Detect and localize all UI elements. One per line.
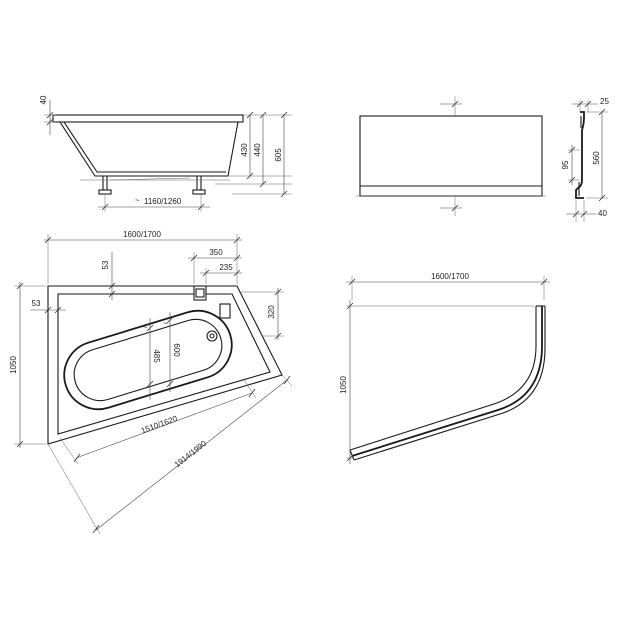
dim-panel-height: 560 [586,108,608,202]
curved-panel-outer [351,306,543,457]
dim-label-40-bottom: 40 [598,209,607,218]
dim-panel-top: 25 [572,97,609,112]
dim-side-rim: 40 [39,95,56,135]
dim-plan-53-left: 53 [30,299,66,314]
dim-front-length: 1600/1700 [346,272,550,300]
panel-section-view: 25 95 560 40 [561,97,609,222]
bath-rim [52,114,244,123]
approx-mark-485: ~ [143,323,148,332]
dim-label-1600-front: 1600/1700 [431,272,469,281]
dim-label-440: 440 [253,143,262,157]
dim-label-605: 605 [274,148,283,162]
dim-panel-bottom: 40 [566,200,607,222]
dim-label-350: 350 [209,248,223,257]
side-elevation-view: 40 430 440 605 ~ [39,95,292,212]
dim-label-1160-value: 1160/1260 [144,197,182,206]
dim-label-25: 25 [600,97,609,106]
dim-label-1510: 1510/1620 [140,414,179,436]
front-panel-view [356,96,546,216]
dim-plan-320: 320 [240,288,284,340]
dim-plan-235: 235 [200,263,242,284]
curved-panel-plan-view: 1600/1700 1050 [339,272,550,464]
dim-label-430: 430 [240,143,249,157]
dim-label-1050-plan: 1050 [9,356,18,374]
dim-label-320: 320 [267,305,276,319]
dim-label-560: 560 [592,151,601,165]
dim-label-53-left: 53 [32,299,41,308]
plan-basin [63,309,233,411]
dim-label-95: 95 [561,160,570,169]
approx-mark-600: ~ [163,319,168,328]
dim-label-1160: ~ [135,196,140,205]
bath-body-outline [59,121,239,177]
panel-profile [575,111,585,199]
overflow-block [219,303,231,319]
dim-panel-step: 95 [561,145,580,185]
plan-rim-inner [57,293,271,435]
dim-front-width: 1050 [339,300,534,464]
panel-centre-marks [440,96,462,216]
dim-label-1600-plan: 1600/1700 [123,230,161,239]
bath-legs [80,176,230,195]
dim-plan-basin-widths: 485 600 ~ ~ [143,312,181,400]
curved-panel-inner [349,306,537,451]
dim-label-600: 600 [172,343,181,357]
bath-body-inner [63,121,226,173]
dim-label-235: 235 [219,263,233,272]
dim-side-depths: 430 440 605 [215,111,292,198]
dim-label-1914: 1914/1990 [173,439,209,470]
dim-plan-diagonal: 1914/1990 [47,374,293,535]
dim-plan-350: 350 [188,248,242,284]
dim-plan-length: 1600/1700 [44,230,242,284]
plan-view: 1600/1700 350 235 53 [9,230,293,535]
drain-icon [206,330,218,342]
dim-label-53-top: 53 [101,260,110,269]
dim-label-1050-front: 1050 [339,376,348,394]
dim-label-40: 40 [39,95,48,104]
dim-plan-53-top: 53 [101,252,116,300]
dim-label-485: 485 [152,349,161,363]
dim-side-leg-length: ~ 1160/1260 [98,194,210,212]
panel-face [359,115,543,197]
dim-plan-width: 1050 [9,282,46,448]
